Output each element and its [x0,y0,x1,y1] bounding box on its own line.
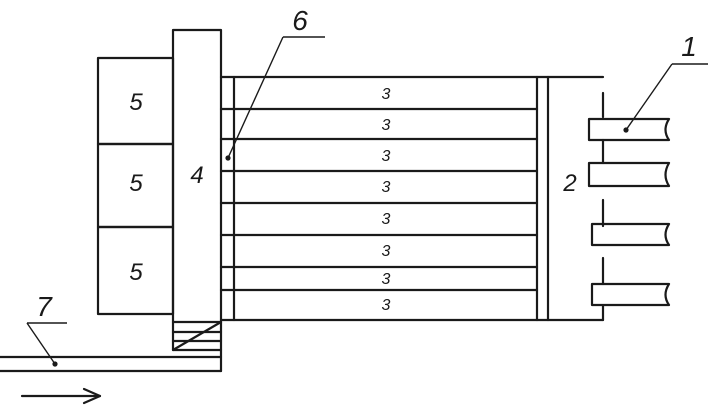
tube-3-label-4: 3 [382,179,391,196]
chamber-4-label: 4 [190,162,203,189]
header-2: 2 [535,75,605,322]
tube-3-label-5: 3 [382,211,391,228]
pipe-1-b [587,161,671,188]
partition-6-leader [227,36,284,159]
flow-arrow-icon [20,387,102,405]
pipe-1-label: 1 [681,31,697,62]
blocks-5: 5 5 5 [96,56,175,316]
chamber-4-diagonal [171,320,223,352]
tube-3-label-2: 3 [382,117,391,134]
block-5-middle-label: 5 [129,170,143,197]
tube-bundle: 3 3 3 3 3 3 3 3 [219,75,605,322]
pipes-1: 1 [587,31,708,307]
tube-3-label-1: 3 [382,86,391,103]
tube-3-label-3: 3 [382,148,391,165]
block-5-top-label: 5 [129,89,143,116]
partition-6-label: 6 [292,5,308,36]
outlet-7-leader [26,322,56,365]
pipe-1-a [587,117,671,142]
outlet-7: 7 [0,291,223,373]
block-5-bottom-label: 5 [129,259,143,286]
tube-3-label-6: 3 [382,243,391,260]
chamber-4-body [171,28,223,352]
tube-3-label-7: 3 [382,271,391,288]
pipe-1-c [590,222,671,247]
outlet-7-label: 7 [36,291,53,322]
pipe-1-leader [625,63,673,131]
tube-3-label-8: 3 [382,297,391,314]
chamber-4: 4 [171,28,223,352]
pipe-1-d [590,282,671,307]
header-2-label: 2 [562,170,576,197]
